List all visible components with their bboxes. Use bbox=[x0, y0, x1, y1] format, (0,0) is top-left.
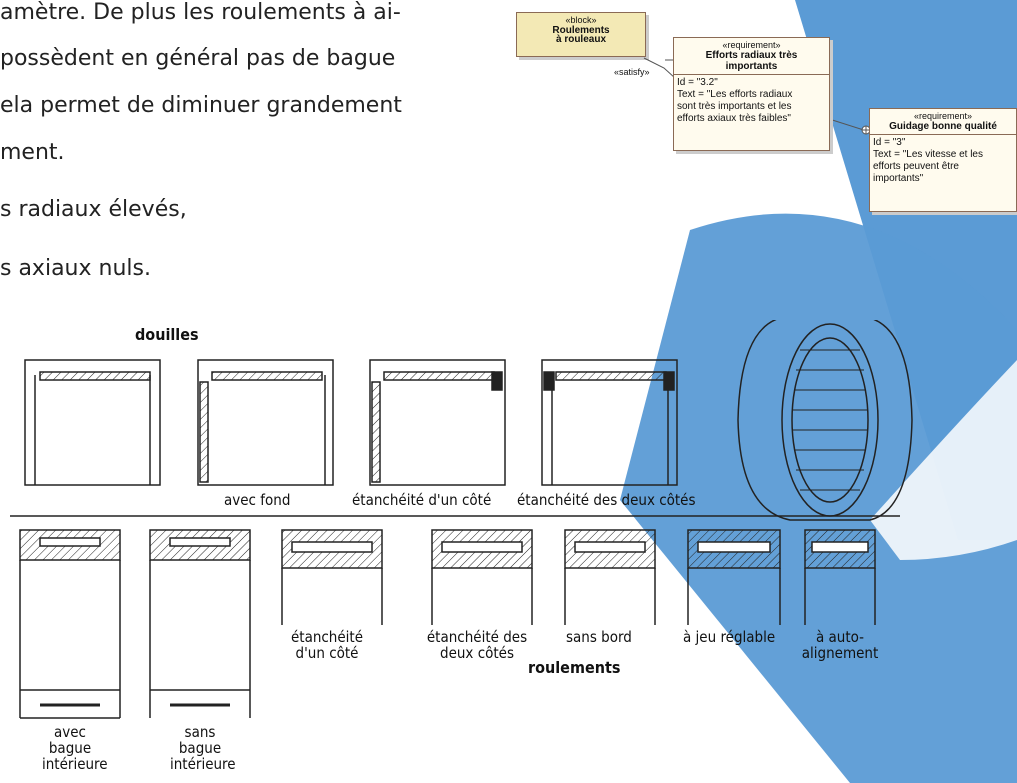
text-line-4: ment. bbox=[0, 140, 65, 165]
text-line-2: possèdent en général pas de bague bbox=[0, 46, 396, 71]
caption-sans-bord: sans bord bbox=[566, 628, 632, 646]
roulement-etancheite-deux-cotes bbox=[431, 529, 533, 625]
req1-text-3: efforts axiaux très faibles" bbox=[677, 113, 791, 124]
req1-stereotype: «requirement» bbox=[722, 40, 781, 50]
roulement-etancheite-un-cote bbox=[281, 529, 383, 625]
block-name-1: Roulements bbox=[552, 25, 610, 36]
requirement-guidage: «requirement» Guidage bonne qualité Id =… bbox=[869, 108, 1017, 212]
douille-etancheite-un-cote bbox=[369, 359, 506, 486]
text-line-3: ela permet de diminuer grandement bbox=[0, 93, 402, 118]
roulement-sans-bord bbox=[564, 529, 656, 625]
req2-text-1: Text = "Les vitesse et les bbox=[873, 149, 983, 160]
req1-id: Id = "3.2" bbox=[677, 77, 718, 88]
satisfy-label: «satisfy» bbox=[614, 67, 650, 77]
bearing-drawing bbox=[10, 320, 913, 719]
text-line-6: s axiaux nuls. bbox=[0, 256, 151, 281]
req1-name-2: importants bbox=[725, 61, 778, 72]
douille-etancheite-deux-cotes bbox=[541, 359, 678, 486]
req2-name: Guidage bonne qualité bbox=[889, 121, 997, 132]
douille-perspective bbox=[737, 320, 913, 521]
text-line-5: s radiaux élevés, bbox=[0, 197, 187, 222]
req1-text-1: Text = "Les efforts radiaux bbox=[677, 89, 793, 100]
text-line-1: amètre. De plus les roulements à ai- bbox=[0, 0, 401, 25]
block-stereotype: «block» bbox=[565, 15, 597, 25]
block-name-2: à rouleaux bbox=[555, 34, 607, 45]
white-curve-shape bbox=[870, 360, 1017, 560]
req2-id: Id = "3" bbox=[873, 137, 906, 148]
roulement-avec-bague bbox=[19, 529, 121, 719]
douille-avec-fond bbox=[197, 359, 334, 486]
block-roulements: «block» Roulements à rouleaux bbox=[516, 12, 646, 57]
req2-text-3: importants" bbox=[873, 173, 924, 184]
req1-text-2: sont très importants et les bbox=[677, 101, 792, 112]
req1-name-1: Efforts radiaux très bbox=[705, 50, 798, 61]
requirement-efforts-radiaux: «requirement» Efforts radiaux très impor… bbox=[673, 37, 830, 151]
caption-auto-alignement: à auto-alignement bbox=[801, 628, 879, 662]
douilles-title: douilles bbox=[135, 325, 199, 344]
req2-text-2: efforts peuvent être bbox=[873, 161, 959, 172]
caption-avec-fond: avec fond bbox=[224, 491, 291, 509]
caption-etancheite-un-cote: étanchéité d'un côté bbox=[352, 491, 492, 509]
roulement-auto-alignement bbox=[804, 529, 876, 625]
roulement-sans-bague bbox=[149, 529, 251, 718]
douille-ouverte bbox=[24, 359, 161, 486]
roulements-title: roulements bbox=[528, 658, 621, 677]
roulement-jeu-reglable bbox=[687, 529, 781, 625]
caption-etancheite-deux-cotes: étanchéité des deux côtés bbox=[517, 491, 696, 509]
req2-stereotype: «requirement» bbox=[913, 111, 973, 121]
caption-jeu-reglable: à jeu réglable bbox=[683, 628, 776, 646]
